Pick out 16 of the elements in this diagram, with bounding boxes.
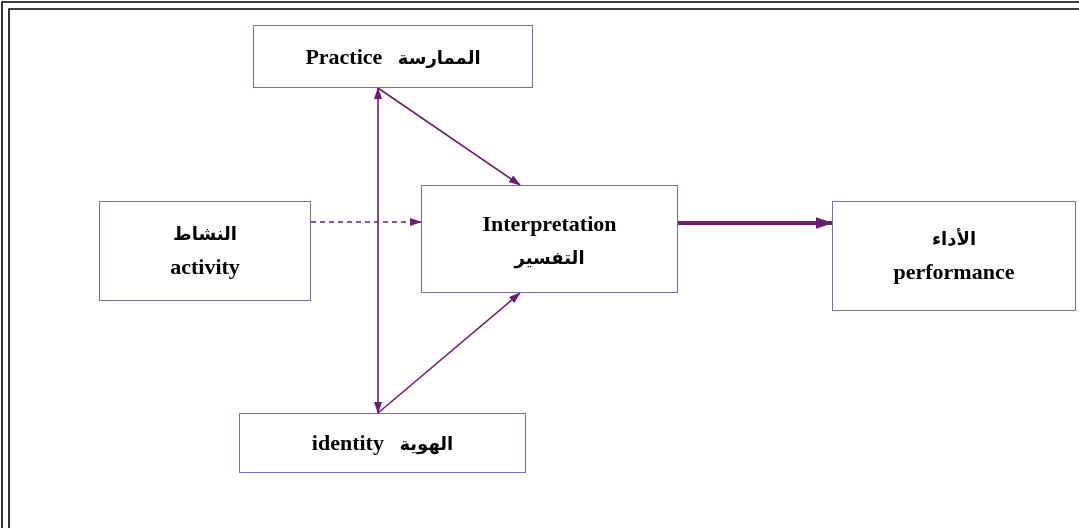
arrow (377, 292, 521, 414)
label-text: النشاط (172, 222, 237, 244)
arrow (374, 87, 382, 414)
label-text: Interpretation (482, 210, 617, 237)
text-box (421, 185, 678, 293)
label-text: activity (170, 253, 240, 280)
text-box (239, 413, 526, 473)
label-text: performance (893, 258, 1015, 285)
arrow (310, 218, 422, 226)
label-text: التفسير (514, 246, 585, 268)
text-box (832, 201, 1076, 311)
text-box (253, 25, 533, 88)
label-text: الأداء (931, 227, 977, 249)
arrow (377, 87, 521, 186)
arrow (678, 217, 834, 229)
text-box (99, 201, 311, 301)
